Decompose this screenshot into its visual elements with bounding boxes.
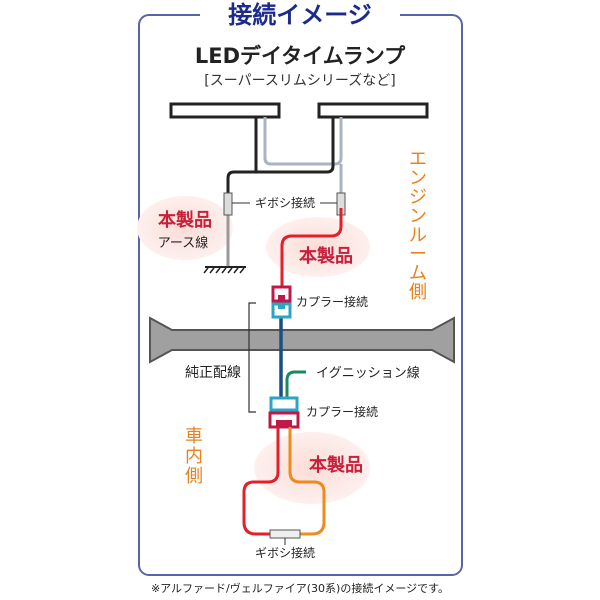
product-series: [スーパースリムシリーズなど]: [204, 73, 395, 89]
svg-text:側: 側: [409, 282, 427, 303]
svg-text:エ: エ: [409, 149, 427, 170]
coupler-top: [271, 285, 292, 319]
coupler-bottom: [268, 396, 300, 429]
product-label: 本製品: [158, 209, 212, 231]
diagram-title: 接続イメージ: [228, 1, 372, 29]
lamp-left: [169, 102, 281, 119]
svg-text:車: 車: [185, 426, 203, 447]
product-label: 本製品: [299, 245, 353, 267]
red-wire: [242, 427, 280, 536]
genuine-wiring-label: 純正配線: [185, 365, 241, 381]
svg-text:内: 内: [185, 446, 203, 467]
ignition-wire-label: イグニッション線: [316, 365, 420, 381]
coupler-label: カプラー接続: [306, 404, 378, 419]
svg-text:側: 側: [185, 466, 203, 487]
dashboard-panel: [149, 316, 455, 364]
coupler-label: カプラー接続: [296, 294, 368, 309]
engine-room-side-label: エ ン ジ ン ル ー ム 側: [409, 149, 427, 303]
black-wire: [226, 117, 335, 196]
ignition-wire: [285, 370, 306, 402]
product-highlight: [266, 217, 370, 277]
gibosi-connector: [269, 529, 301, 539]
svg-text:ム: ム: [409, 263, 427, 284]
footnote: ※アルファード/ヴェルファイア(30系)の接続イメージです。: [151, 581, 449, 595]
product-name: LEDデイタイムランプ: [195, 44, 406, 68]
product-highlight: [254, 432, 370, 504]
svg-text:ジ: ジ: [409, 187, 427, 208]
earth-wire-label: アース線: [158, 235, 209, 251]
gibosi-label: ギボシ接続: [255, 545, 315, 560]
genuine-wiring-bracket: [248, 302, 256, 413]
product-label: 本製品: [309, 454, 363, 476]
red-wire: [280, 208, 343, 289]
svg-text:ン: ン: [409, 168, 427, 189]
svg-text:ン: ン: [409, 206, 427, 227]
orange-wire: [288, 427, 326, 536]
svg-text:ー: ー: [409, 244, 427, 265]
gibosi-connector: [223, 192, 233, 216]
ground-icon: [203, 266, 246, 274]
product-highlight: [137, 196, 233, 260]
gibosi-label: ギボシ接続: [255, 195, 315, 210]
svg-text:ル: ル: [409, 225, 427, 246]
grey-wire: [263, 117, 343, 196]
cabin-side-label: 車 内 側: [185, 426, 203, 487]
lamp-right: [317, 102, 429, 119]
